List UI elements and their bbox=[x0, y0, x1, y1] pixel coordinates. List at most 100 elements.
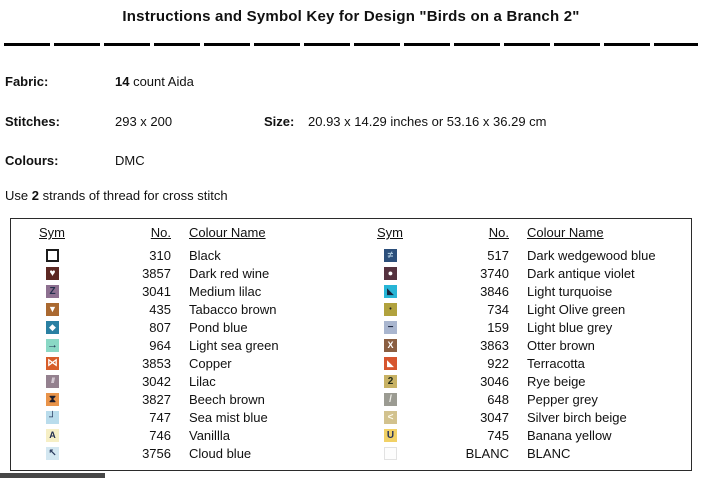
colour-name: Terracotta bbox=[527, 356, 585, 371]
key-row: − 159 Light blue grey bbox=[359, 319, 689, 337]
colour-name: Dark red wine bbox=[189, 266, 270, 281]
symbol-glyph: Z bbox=[49, 285, 56, 297]
key-row: → 964 Light sea green bbox=[21, 337, 351, 355]
symbol-glyph: X bbox=[387, 340, 394, 350]
colour-symbol-swatch-icon: − bbox=[384, 321, 397, 334]
colour-symbol-swatch-icon: → bbox=[46, 339, 59, 352]
key-row: ◆ 807 Pond blue bbox=[21, 319, 351, 337]
key-row: A 746 Vanillla bbox=[21, 427, 351, 445]
strands-count: 2 bbox=[31, 188, 39, 203]
size-value: 20.93 x 14.29 inches or 53.16 x 36.29 cm bbox=[308, 114, 547, 129]
thread-number: 3853 bbox=[142, 356, 171, 371]
key-row: 310 Black bbox=[21, 247, 351, 265]
key-row: ⧗ 3827 Beech brown bbox=[21, 391, 351, 409]
key-row: ◣ 3846 Light turquoise bbox=[359, 283, 689, 301]
symbol-key-table: Sym No. Colour Name 310 Black ♥ 3857 Dar… bbox=[10, 218, 692, 471]
thread-number: 3046 bbox=[480, 374, 509, 389]
colour-name: Otter brown bbox=[527, 338, 595, 353]
colour-name: Beech brown bbox=[189, 392, 265, 407]
key-row: ↖ 3756 Cloud blue bbox=[21, 445, 351, 463]
colour-name: Cloud blue bbox=[189, 446, 252, 461]
colour-symbol-swatch-icon: ≠ bbox=[384, 249, 397, 262]
stitches-value: 293 x 200 bbox=[115, 114, 173, 129]
thread-number: 3041 bbox=[142, 284, 171, 299]
header-sym: Sym bbox=[39, 225, 65, 240]
thread-number: 747 bbox=[149, 410, 171, 425]
key-row: ⋈ 3853 Copper bbox=[21, 355, 351, 373]
key-row: ● 3740 Dark antique violet bbox=[359, 265, 689, 283]
key-row: 2 3046 Rye beige bbox=[359, 373, 689, 391]
symbol-glyph: ≠ bbox=[387, 249, 394, 261]
colour-name: Lilac bbox=[189, 374, 216, 389]
colour-name: Tabacco brown bbox=[189, 302, 277, 317]
header-no: No. bbox=[150, 225, 171, 240]
key-column-left: Sym No. Colour Name 310 Black ♥ 3857 Dar… bbox=[21, 219, 351, 470]
thread-number: 746 bbox=[149, 428, 171, 443]
colour-name: Dark antique violet bbox=[527, 266, 635, 281]
colours-row: Colours: DMC bbox=[0, 153, 702, 171]
symbol-glyph: ● bbox=[387, 268, 394, 278]
colour-symbol-swatch-icon: ⧗ bbox=[46, 393, 59, 406]
fabric-value: 14 count Aida bbox=[115, 74, 194, 89]
thread-number: 3047 bbox=[480, 410, 509, 425]
colour-name: Pond blue bbox=[189, 320, 248, 335]
colour-symbol-swatch-icon: /// bbox=[46, 375, 59, 388]
thread-number: 922 bbox=[487, 356, 509, 371]
symbol-glyph: ◆ bbox=[49, 322, 56, 332]
symbol-glyph: ⧗ bbox=[48, 393, 57, 405]
strands-suffix: strands of thread for cross stitch bbox=[38, 188, 228, 203]
symbol-glyph: ◣ bbox=[387, 358, 394, 368]
colour-symbol-swatch-icon: ┘ bbox=[46, 411, 59, 424]
symbol-glyph: → bbox=[47, 339, 58, 351]
key-row: /// 3042 Lilac bbox=[21, 373, 351, 391]
colour-name: Silver birch beige bbox=[527, 410, 627, 425]
stitches-label: Stitches: bbox=[5, 114, 60, 129]
colour-name: Medium lilac bbox=[189, 284, 262, 299]
strands-prefix: Use bbox=[5, 188, 32, 203]
strands-note: Use 2 strands of thread for cross stitch bbox=[5, 188, 228, 203]
colour-name: Light blue grey bbox=[527, 320, 613, 335]
key-row: X 3863 Otter brown bbox=[359, 337, 689, 355]
colour-name: Dark wedgewood blue bbox=[527, 248, 656, 263]
key-row: < 3047 Silver birch beige bbox=[359, 409, 689, 427]
thread-number: 964 bbox=[149, 338, 171, 353]
thread-number: 159 bbox=[487, 320, 509, 335]
thread-number: 435 bbox=[149, 302, 171, 317]
header-sym: Sym bbox=[377, 225, 403, 240]
key-header-row: Sym No. Colour Name bbox=[359, 225, 689, 241]
colour-symbol-swatch-icon: U bbox=[384, 429, 397, 442]
colour-symbol-swatch-icon: / bbox=[384, 393, 397, 406]
colour-symbol-swatch-icon: A bbox=[46, 429, 59, 442]
symbol-glyph: ┘ bbox=[48, 411, 57, 423]
symbol-glyph: ⋈ bbox=[47, 357, 58, 369]
key-row: ≠ 517 Dark wedgewood blue bbox=[359, 247, 689, 265]
symbol-glyph: < bbox=[387, 411, 394, 423]
colour-symbol-swatch-icon: ● bbox=[384, 267, 397, 280]
colour-symbol-swatch-icon: ↖ bbox=[46, 447, 59, 460]
thread-number: 310 bbox=[149, 248, 171, 263]
key-row: ♥ 3857 Dark red wine bbox=[21, 265, 351, 283]
symbol-glyph: 2 bbox=[387, 375, 394, 387]
thread-number: 3740 bbox=[480, 266, 509, 281]
key-column-right: Sym No. Colour Name ≠ 517 Dark wedgewood… bbox=[359, 219, 689, 470]
fabric-count: 14 bbox=[115, 74, 130, 89]
colour-name: Sea mist blue bbox=[189, 410, 268, 425]
header-no: No. bbox=[488, 225, 509, 240]
bottom-divider-line bbox=[0, 473, 105, 478]
symbol-glyph: ▼ bbox=[48, 304, 57, 314]
colour-symbol-swatch-icon: • bbox=[384, 303, 397, 316]
thread-number: BLANC bbox=[465, 446, 509, 461]
thread-number: 3846 bbox=[480, 284, 509, 299]
thread-number: 3863 bbox=[480, 338, 509, 353]
thread-number: 745 bbox=[487, 428, 509, 443]
thread-number: 734 bbox=[487, 302, 509, 317]
colour-name: BLANC bbox=[527, 446, 571, 461]
colour-name: Black bbox=[189, 248, 221, 263]
colour-name: Vanillla bbox=[189, 428, 230, 443]
colour-name: Light Olive green bbox=[527, 302, 626, 317]
colour-symbol-swatch-icon: ♥ bbox=[46, 267, 59, 280]
header-colour-name: Colour Name bbox=[189, 225, 266, 240]
colour-symbol-swatch-icon: ⋈ bbox=[46, 357, 59, 370]
key-row: ◣ 922 Terracotta bbox=[359, 355, 689, 373]
key-header-row: Sym No. Colour Name bbox=[21, 225, 351, 241]
